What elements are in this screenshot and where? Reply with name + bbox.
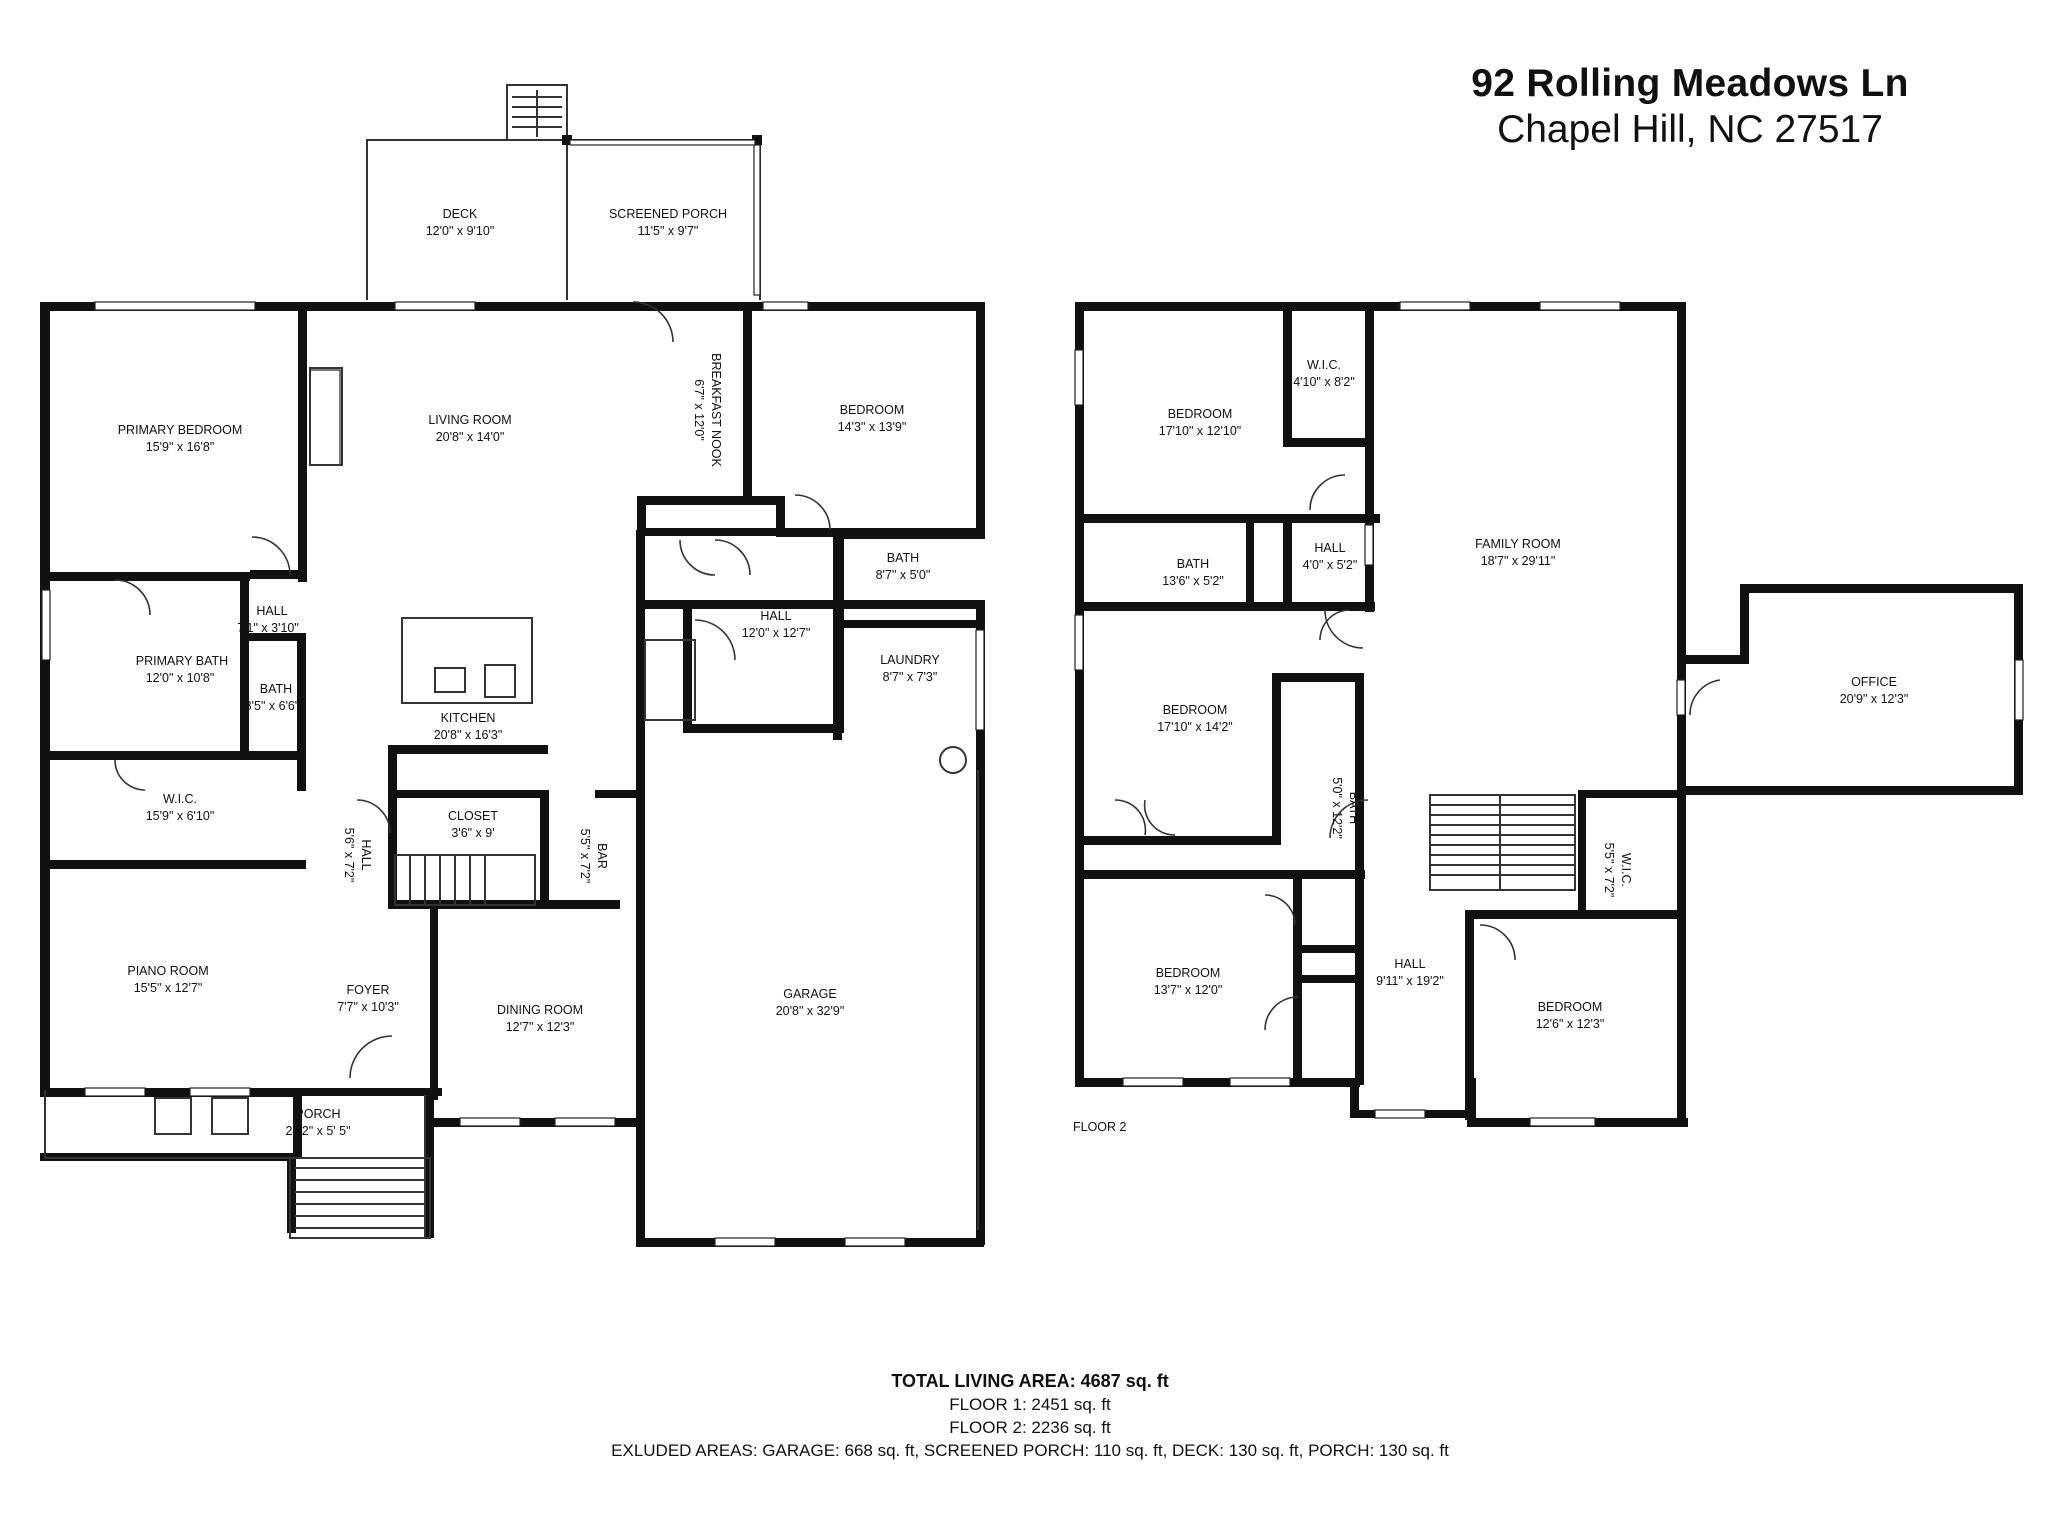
hall-vert-dim: 5'6" x 7'2" <box>342 828 356 883</box>
office-label: OFFICE <box>1851 675 1897 689</box>
excluded-areas: EXLUDED AREAS: GARAGE: 668 sq. ft, SCREE… <box>611 1441 1449 1460</box>
office-dim: 20'9" x 12'3" <box>1840 692 1909 706</box>
deck-label: DECK <box>443 207 478 221</box>
floor-1-stairs-icon <box>394 639 696 906</box>
street-address: 92 Rolling Meadows Ln <box>1471 62 1909 105</box>
floor-1-plan: DECK 12'0" x 9'10" SCREENED PORCH 11'5" … <box>40 84 985 1247</box>
living-room-dim: 20'8" x 14'0" <box>436 430 505 444</box>
porch-dim: 24'2" x 5' 5" <box>285 1124 350 1138</box>
wic-f2-b-dim: 5'5" x 7'2" <box>1602 843 1616 898</box>
hall-vert-label: HALL <box>359 839 373 870</box>
bath-small-label: BATH <box>260 682 292 696</box>
hall-center-label: HALL <box>760 609 791 623</box>
garage-label: GARAGE <box>783 987 837 1001</box>
sink-icon <box>434 667 466 693</box>
dining-room-dim: 12'7" x 12'3" <box>506 1020 575 1034</box>
laundry-dim: 8'7" x 7'3" <box>883 670 938 684</box>
bath-f2-a-label: BATH <box>1177 557 1209 571</box>
floor-2-stairs-icon <box>1429 794 1576 891</box>
wic-f1-label: W.I.C. <box>163 792 197 806</box>
floor-2-label: FLOOR 2 <box>1073 1120 1127 1134</box>
floor-1-doors <box>114 301 831 1079</box>
hall-f2-small-label: HALL <box>1314 541 1345 555</box>
total-living-area: TOTAL LIVING AREA: 4687 sq. ft <box>891 1371 1169 1391</box>
porch-label: PORCH <box>295 1107 340 1121</box>
foyer-label: FOYER <box>346 983 389 997</box>
living-room-label: LIVING ROOM <box>428 413 511 427</box>
bedroom-f2-a-dim: 17'10" x 12'10" <box>1159 424 1241 438</box>
bedroom-f2-d-label: BEDROOM <box>1538 1000 1603 1014</box>
deck-dim: 12'0" x 9'10" <box>426 224 495 238</box>
breakfast-nook-label: BREAKFAST NOOK <box>709 353 723 467</box>
garage-dim: 20'8" x 32'9" <box>776 1004 845 1018</box>
deck-outline <box>366 84 568 300</box>
hall-center-dim: 12'0" x 12'7" <box>742 626 811 640</box>
wic-f2-a-dim: 4'10" x 8'2" <box>1293 375 1355 389</box>
bath-f2-b-label: BATH <box>1347 792 1361 824</box>
bath-f1-dim: 8'7" x 5'0" <box>876 568 931 582</box>
bath-f2-a-dim: 13'6" x 5'2" <box>1162 574 1224 588</box>
closet-label: CLOSET <box>448 809 498 823</box>
water-heater-icon <box>939 746 967 774</box>
floor-2-area: FLOOR 2: 2236 sq. ft <box>949 1418 1111 1437</box>
floor-2-doors <box>1114 474 1721 1031</box>
bedroom-f1-dim: 14'3" x 13'9" <box>838 420 907 434</box>
bedroom-f2-b-label: BEDROOM <box>1163 703 1228 717</box>
bath-f2-b-dim: 5'0" x 12'2" <box>1330 777 1344 839</box>
floor-1-area: FLOOR 1: 2451 sq. ft <box>949 1395 1111 1414</box>
bedroom-f2-c-label: BEDROOM <box>1156 966 1221 980</box>
bar-label: BAR <box>595 843 609 869</box>
closet-dim: 3'6" x 9' <box>451 826 494 840</box>
hall-small-label: HALL <box>256 604 287 618</box>
floor-2-plan: BEDROOM 17'10" x 12'10" W.I.C. 4'10" x 8… <box>1074 301 2024 1127</box>
wic-f1-dim: 15'9" x 6'10" <box>146 809 215 823</box>
bar-dim: 5'5" x 7'2" <box>578 829 592 884</box>
address-block: 92 Rolling Meadows Ln Chapel Hill, NC 27… <box>1440 62 1940 152</box>
porch-outline <box>44 1090 431 1239</box>
area-totals: TOTAL LIVING AREA: 4687 sq. ft FLOOR 1: … <box>540 1370 1520 1462</box>
piano-room-label: PIANO ROOM <box>127 964 208 978</box>
laundry-label: LAUNDRY <box>880 653 940 667</box>
hall-f2-small-dim: 4'0" x 5'2" <box>1303 558 1358 572</box>
bedroom-f2-b-dim: 17'10" x 14'2" <box>1157 720 1233 734</box>
kitchen-dim: 20'8" x 16'3" <box>434 728 503 742</box>
screened-porch-label: SCREENED PORCH <box>609 207 727 221</box>
bedroom-f2-a-label: BEDROOM <box>1168 407 1233 421</box>
bath-small-dim: 8'5" x 6'6" <box>245 699 300 713</box>
floor-1-walls <box>40 302 985 1247</box>
hall-f2-dim: 9'11" x 19'2" <box>1376 974 1444 988</box>
bath-f1-label: BATH <box>887 551 919 565</box>
city-address: Chapel Hill, NC 27517 <box>1497 108 1883 151</box>
dining-room-label: DINING ROOM <box>497 1003 583 1017</box>
kitchen-island <box>401 617 533 704</box>
primary-bath-label: PRIMARY BATH <box>136 654 228 668</box>
hall-small-dim: 7'1" x 3'10" <box>237 621 299 635</box>
floor-2-windows <box>1074 301 2024 1127</box>
wic-f2-b-label: W.I.C. <box>1619 853 1633 887</box>
family-room-label: FAMILY ROOM <box>1475 537 1561 551</box>
foyer-dim: 7'7" x 10'3" <box>337 1000 399 1014</box>
bedroom-f2-d-dim: 12'6" x 12'3" <box>1536 1017 1605 1031</box>
bedroom-f2-c-dim: 13'7" x 12'0" <box>1154 983 1223 997</box>
hall-f2-label: HALL <box>1394 957 1425 971</box>
floor-1-windows <box>41 301 985 1247</box>
bedroom-f1-label: BEDROOM <box>840 403 905 417</box>
primary-bath-dim: 12'0" x 10'8" <box>146 671 215 685</box>
screened-porch-outline <box>562 135 762 300</box>
primary-bedroom-label: PRIMARY BEDROOM <box>118 423 243 437</box>
breakfast-nook-dim: 6'7" x 12'0" <box>692 379 706 441</box>
family-room-dim: 18'7" x 29'11" <box>1481 554 1556 568</box>
screened-porch-dim: 11'5" x 9'7" <box>638 224 699 238</box>
piano-room-dim: 15'5" x 12'7" <box>134 981 203 995</box>
wic-f2-a-label: W.I.C. <box>1307 358 1341 372</box>
kitchen-label: KITCHEN <box>441 711 496 725</box>
primary-bedroom-dim: 15'9" x 16'8" <box>146 440 215 454</box>
fireplace-icon <box>309 367 343 466</box>
